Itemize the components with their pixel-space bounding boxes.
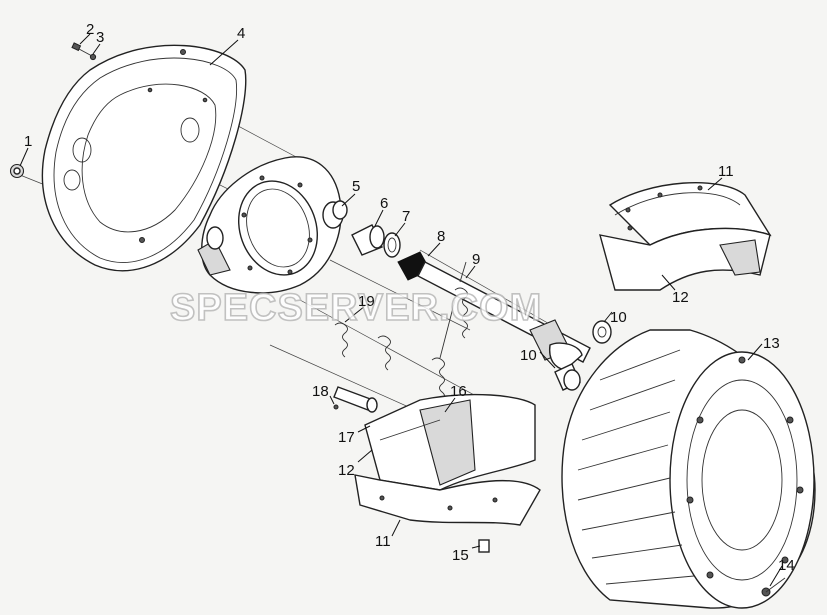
leader-lines [19,33,783,587]
part-small-bolt [478,539,490,553]
callout-1: 1 [24,133,32,150]
drum-cooling-fins [577,349,695,585]
callout-17: 17 [338,429,355,446]
part-springs [334,261,468,401]
watermark-text: SPECSERVER.COM [170,287,542,329]
callout-14: 14 [778,557,795,574]
callout-16: 16 [450,383,467,400]
callout-2: 2 [86,21,94,38]
part-brake-spider [197,156,348,294]
callout-13: 13 [763,335,780,352]
callout-18: 18 [312,383,329,400]
part-drum-bolt [761,577,786,597]
part-brake-drum [561,329,816,609]
part-cam-bushing [554,320,612,391]
part-lower-brake-shoe [354,393,541,526]
callout-12-lower: 12 [338,462,355,479]
part-roller-pin [333,386,378,413]
callout-10-lower: 10 [520,347,537,364]
callout-9: 9 [472,251,480,268]
part-upper-brake-shoe [599,182,772,291]
callout-6: 6 [380,195,388,212]
part-backing-plate [41,44,247,272]
callout-12-upper: 12 [672,289,689,306]
callout-8: 8 [437,228,445,245]
callout-3: 3 [96,29,104,46]
part-bolt-washer [71,42,97,61]
part-seal-ring [383,232,401,258]
callout-labels: 1 2 3 4 5 6 7 8 9 10 10 11 11 12 12 13 1… [24,21,795,574]
part-camshaft [397,251,591,371]
part-nut [9,163,25,179]
callout-15: 15 [452,547,469,564]
callout-4: 4 [237,25,245,42]
callout-10-upper: 10 [610,309,627,326]
callout-7: 7 [402,208,410,225]
part-bushing [351,224,385,256]
callout-5: 5 [352,178,360,195]
callout-19: 19 [358,293,375,310]
callout-11-lower: 11 [375,533,391,550]
callout-11-upper: 11 [718,163,734,180]
